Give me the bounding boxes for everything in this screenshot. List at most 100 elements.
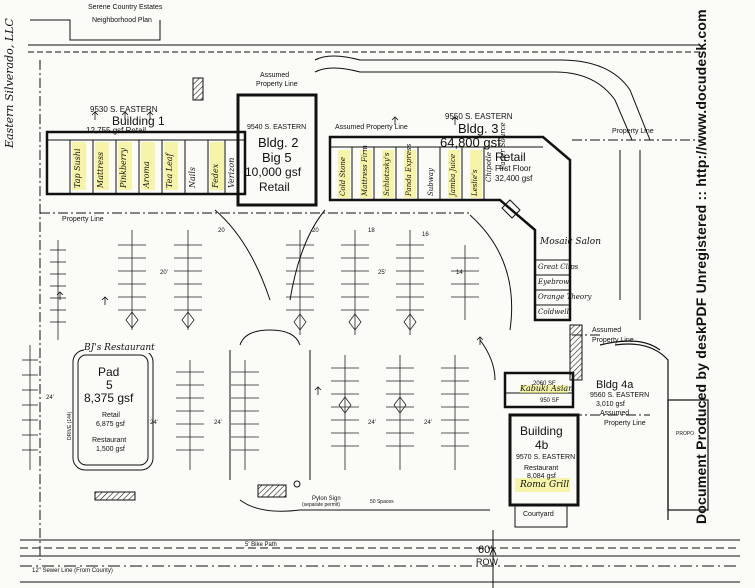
parking-column-3 — [174, 230, 202, 330]
property-line-label-west: Property Line — [62, 216, 104, 223]
b4b-name: Building — [520, 424, 563, 438]
b1-tenant-1: Tap Sushi — [73, 148, 82, 188]
b4b-area: 8,084 gsf — [527, 473, 556, 480]
stall-dim-4: 24' — [424, 420, 432, 426]
assumed-property-line-label-1: Assumed — [260, 72, 290, 79]
b4a-unit-2: 950 SF — [540, 398, 560, 404]
assumed-property-line-label-4: Property Line — [604, 420, 646, 427]
b3-south-tenant-2: Great Clips — [538, 263, 579, 271]
assumed-property-line-label-2: Assumed Property Line — [335, 124, 408, 131]
building-2-area: 10,000 gsf — [245, 165, 302, 179]
building-2-footprint — [236, 93, 318, 207]
building-1-address: 9530 S. EASTERN — [90, 105, 158, 114]
spaces-label: 50 Spaces — [370, 499, 394, 505]
stall-dim-6: 20' — [160, 270, 168, 276]
pad-5-name: Pad — [98, 365, 120, 379]
building-2-use: Retail — [259, 180, 290, 194]
b3-tenant-6: Jamba Juice — [449, 153, 457, 196]
b4a-name: Bldg 4a — [596, 379, 634, 391]
pad-5-restaurant-area: 1,500 gsf — [96, 446, 125, 453]
stall-count-5: 14 — [456, 270, 463, 276]
assumed-property-line-label-1b: Property Line — [256, 81, 298, 88]
parking-column-7 — [451, 245, 479, 320]
building-2-address: 9540 S. EASTERN — [247, 124, 307, 131]
tenant-highlights — [72, 142, 570, 492]
b3-tenant-9: Paper Source — [499, 122, 507, 170]
assumed-label-4: Assumed — [600, 410, 630, 417]
building-3-use: Retail — [495, 150, 526, 164]
b4b-use: Restaurant — [524, 465, 559, 472]
assumed-label-3: Assumed — [592, 327, 622, 334]
frontage-road — [20, 530, 740, 588]
parking-column-13 — [22, 345, 38, 470]
building-3-footprint — [328, 135, 572, 322]
parking-column-2 — [118, 230, 146, 330]
b1-tenant-3: Pinkberry — [119, 148, 128, 188]
pad-5-retail-label: Retail — [102, 412, 120, 419]
b3-south-tenant-3: Eyebrow — [538, 278, 570, 286]
pdf-watermark: Document Produced by deskPDF Unregistere… — [693, 9, 709, 524]
building-3-address: 9550 S. EASTERN — [445, 112, 513, 121]
stall-dim-1: 24' — [150, 420, 158, 426]
parking-column-1 — [50, 240, 66, 340]
building-3-area: 64,800 gsf — [440, 135, 501, 150]
b3-south-tenant-4: Orange Theory — [538, 293, 592, 301]
b4b-number: 4b — [535, 438, 549, 452]
pad-5-number: 5 — [106, 378, 113, 392]
stall-dim-7: 25' — [378, 270, 386, 276]
parking-column-4 — [286, 230, 314, 335]
neighborhood-plan-label: Neighborhood Plan — [92, 17, 152, 24]
access-roads — [314, 55, 651, 320]
building-1-name: Building 1 — [112, 114, 165, 128]
building-1-area: 12,755 gsf Retail — [86, 126, 147, 135]
parking-column-12 — [441, 355, 469, 470]
building-3-floor-area: 32,400 gsf — [495, 174, 533, 183]
b1-tenant-8: Verizon — [227, 157, 236, 188]
pylon-sign-note: (separate permit) — [302, 502, 341, 508]
b3-tenant-7: Leslie's — [471, 169, 479, 196]
pad-5-tenant: BJ's Restaurant — [84, 343, 155, 353]
b4a-address: 9560 S. EASTERN — [590, 392, 650, 399]
b4b-tenant: Roma Grill — [520, 480, 570, 490]
building-3-name: Bldg. 3 — [458, 121, 499, 136]
b1-tenant-2: Mattress — [96, 151, 105, 188]
pad-5-restaurant-label: Restaurant — [92, 437, 127, 444]
drive-aisles — [214, 209, 513, 512]
building-2-tenant: Big 5 — [262, 150, 292, 165]
b4b-address: 9570 S. EASTERN — [516, 454, 576, 461]
neighborhood-boundary — [28, 19, 700, 53]
b3-tenant-4: Panda Express — [405, 143, 413, 196]
b4a-area: 3,010 gsf — [596, 401, 625, 408]
pad-5-area: 8,375 gsf — [84, 391, 134, 405]
adjacent-building — [599, 340, 709, 520]
building-3-floor: First Floor — [495, 164, 531, 173]
stall-count-1: 20 — [218, 228, 225, 234]
neighborhood-name: Serene Country Estates — [88, 4, 163, 11]
parking-column-8 — [176, 360, 204, 470]
b3-tenant-8: Chipotle — [485, 152, 493, 182]
stall-dim-3: 24' — [368, 420, 376, 426]
crosswalk-1 — [257, 484, 287, 498]
stall-count-2: 20 — [312, 228, 319, 234]
crosswalk-2 — [94, 491, 136, 501]
stall-count-3: 18 — [368, 228, 375, 234]
row-width-label: 60' — [478, 544, 493, 556]
b1-tenant-6: Nails — [188, 167, 197, 188]
b1-tenant-7: Fedex — [211, 163, 220, 188]
bike-path-label: 5' Bike Path — [245, 542, 277, 548]
b4b-courtyard: Courtyard — [523, 511, 554, 518]
b1-tenant-5: Tea Leaf — [165, 153, 174, 188]
b3-south-tenant-5: Coldwell — [538, 308, 569, 316]
stall-arrows — [56, 111, 484, 395]
pad-5-drive-label: DRIVE (144) — [67, 411, 73, 440]
stall-dim-5: 24' — [46, 395, 54, 401]
b1-tenant-4: Aroma — [142, 161, 151, 188]
parking-column-6 — [396, 230, 424, 335]
assumed-property-line-label-3: Property Line — [592, 337, 634, 344]
pad-5-retail-area: 6,875 gsf — [96, 421, 125, 428]
loading-hatch-2 — [569, 324, 583, 381]
stall-dim-2: 24' — [214, 420, 222, 426]
pylon-sign-label: Pylon Sign — [312, 496, 341, 502]
